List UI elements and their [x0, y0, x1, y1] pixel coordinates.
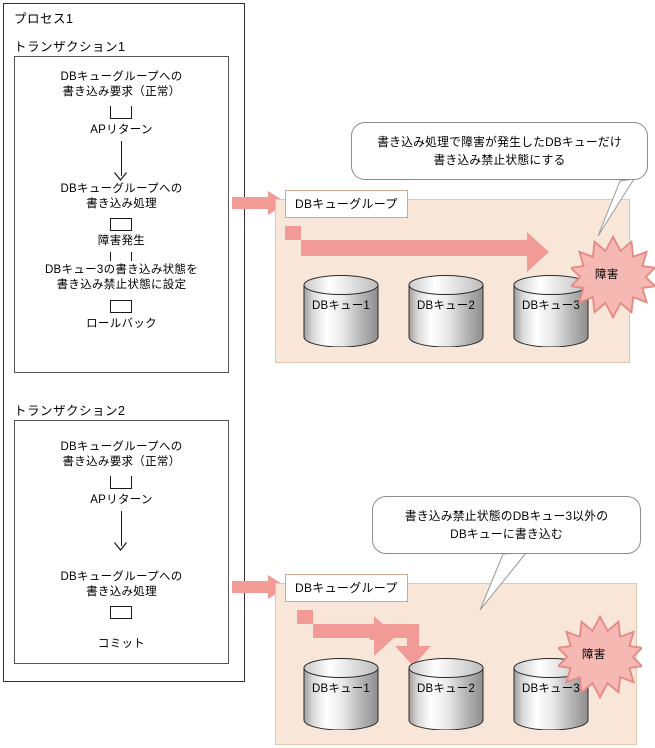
transaction-1-title: トランザクション1: [14, 40, 126, 54]
callout-1: 書き込み処理で障害が発生したDBキューだけ 書き込み禁止状態にする: [351, 122, 648, 180]
failure-burst-2-icon: [558, 614, 642, 700]
flow-arrow-to-db-group-1-icon: [232, 191, 287, 215]
db-queue-3-cylinder: [513, 275, 589, 347]
tx1-flow-line-1: [121, 141, 122, 176]
db-queue-3-label-bottom: DBキュー3: [521, 683, 581, 695]
failure-burst-1-icon: [571, 234, 655, 320]
tx2-flow-line-1: [121, 511, 122, 546]
transaction-2-title: トランザクション2: [14, 404, 126, 418]
failure-burst-1-label: 障害: [595, 269, 619, 281]
tx1-step-rollback: ロールバック: [86, 318, 157, 330]
callout-1-leader-icon: [597, 178, 636, 237]
tx1-step-write-process: DBキューグループへの 書き込み処理: [60, 183, 183, 210]
db-queue-2-label: DBキュー2: [416, 300, 476, 312]
tx2-step-commit: コミット: [97, 638, 146, 650]
tx2-connector-1: [110, 476, 132, 489]
tx2-connector-2: [110, 606, 132, 619]
db-queue-1-cylinder-bottom: [303, 658, 379, 730]
callout-2: 書き込み禁止状態のDBキュー3以外の DBキューに書き込む: [372, 496, 641, 554]
tx2-step-write-process: DBキューグループへの 書き込み処理: [60, 571, 183, 598]
db-queue-group-2-label: DBキューグループ: [285, 574, 408, 602]
db-queue-1-label: DBキュー1: [311, 300, 371, 312]
tx2-step-write-request: DBキューグループへの 書き込み要求（正常）: [60, 441, 183, 468]
db-queue-3-label: DBキュー3: [521, 300, 581, 312]
db-queue-group-1-label: DBキューグループ: [285, 190, 408, 218]
tx1-step-write-request: DBキューグループへの 書き込み要求（正常）: [60, 71, 183, 98]
db-queue-1-cylinder: [303, 275, 379, 347]
failure-burst-2-label: 障害: [582, 649, 606, 661]
process-title: プロセス1: [14, 12, 74, 26]
tx1-step-set-write-inhibited: DBキュー3の書き込み状態を 書き込み禁止状態に設定: [44, 264, 199, 291]
db-queue-2-cylinder: [408, 275, 484, 347]
tx1-connector-4: [110, 300, 132, 313]
tx2-arrow-down-icon: [114, 542, 127, 551]
callout-2-leader-icon: [479, 552, 528, 611]
transaction-1-box: [14, 56, 229, 373]
tx1-connector-3: [110, 252, 132, 261]
flow-arrow-to-db-group-2-icon: [232, 575, 287, 599]
tx1-connector-1: [110, 106, 132, 119]
db-queue-1-label-bottom: DBキュー1: [311, 683, 371, 695]
tx1-step-ap-return: APリターン: [90, 124, 153, 136]
tx1-connector-2: [110, 218, 132, 231]
tx1-arrow-down-icon: [114, 172, 127, 181]
db-group-1-write-arrow-icon: [285, 226, 549, 272]
db-queue-2-label-bottom: DBキュー2: [416, 683, 476, 695]
db-queue-2-cylinder-bottom: [408, 658, 484, 730]
tx1-step-failure: 障害発生: [97, 235, 146, 247]
db-group-2-write-elbow-icon: [297, 610, 431, 666]
tx2-step-ap-return: APリターン: [90, 494, 153, 506]
